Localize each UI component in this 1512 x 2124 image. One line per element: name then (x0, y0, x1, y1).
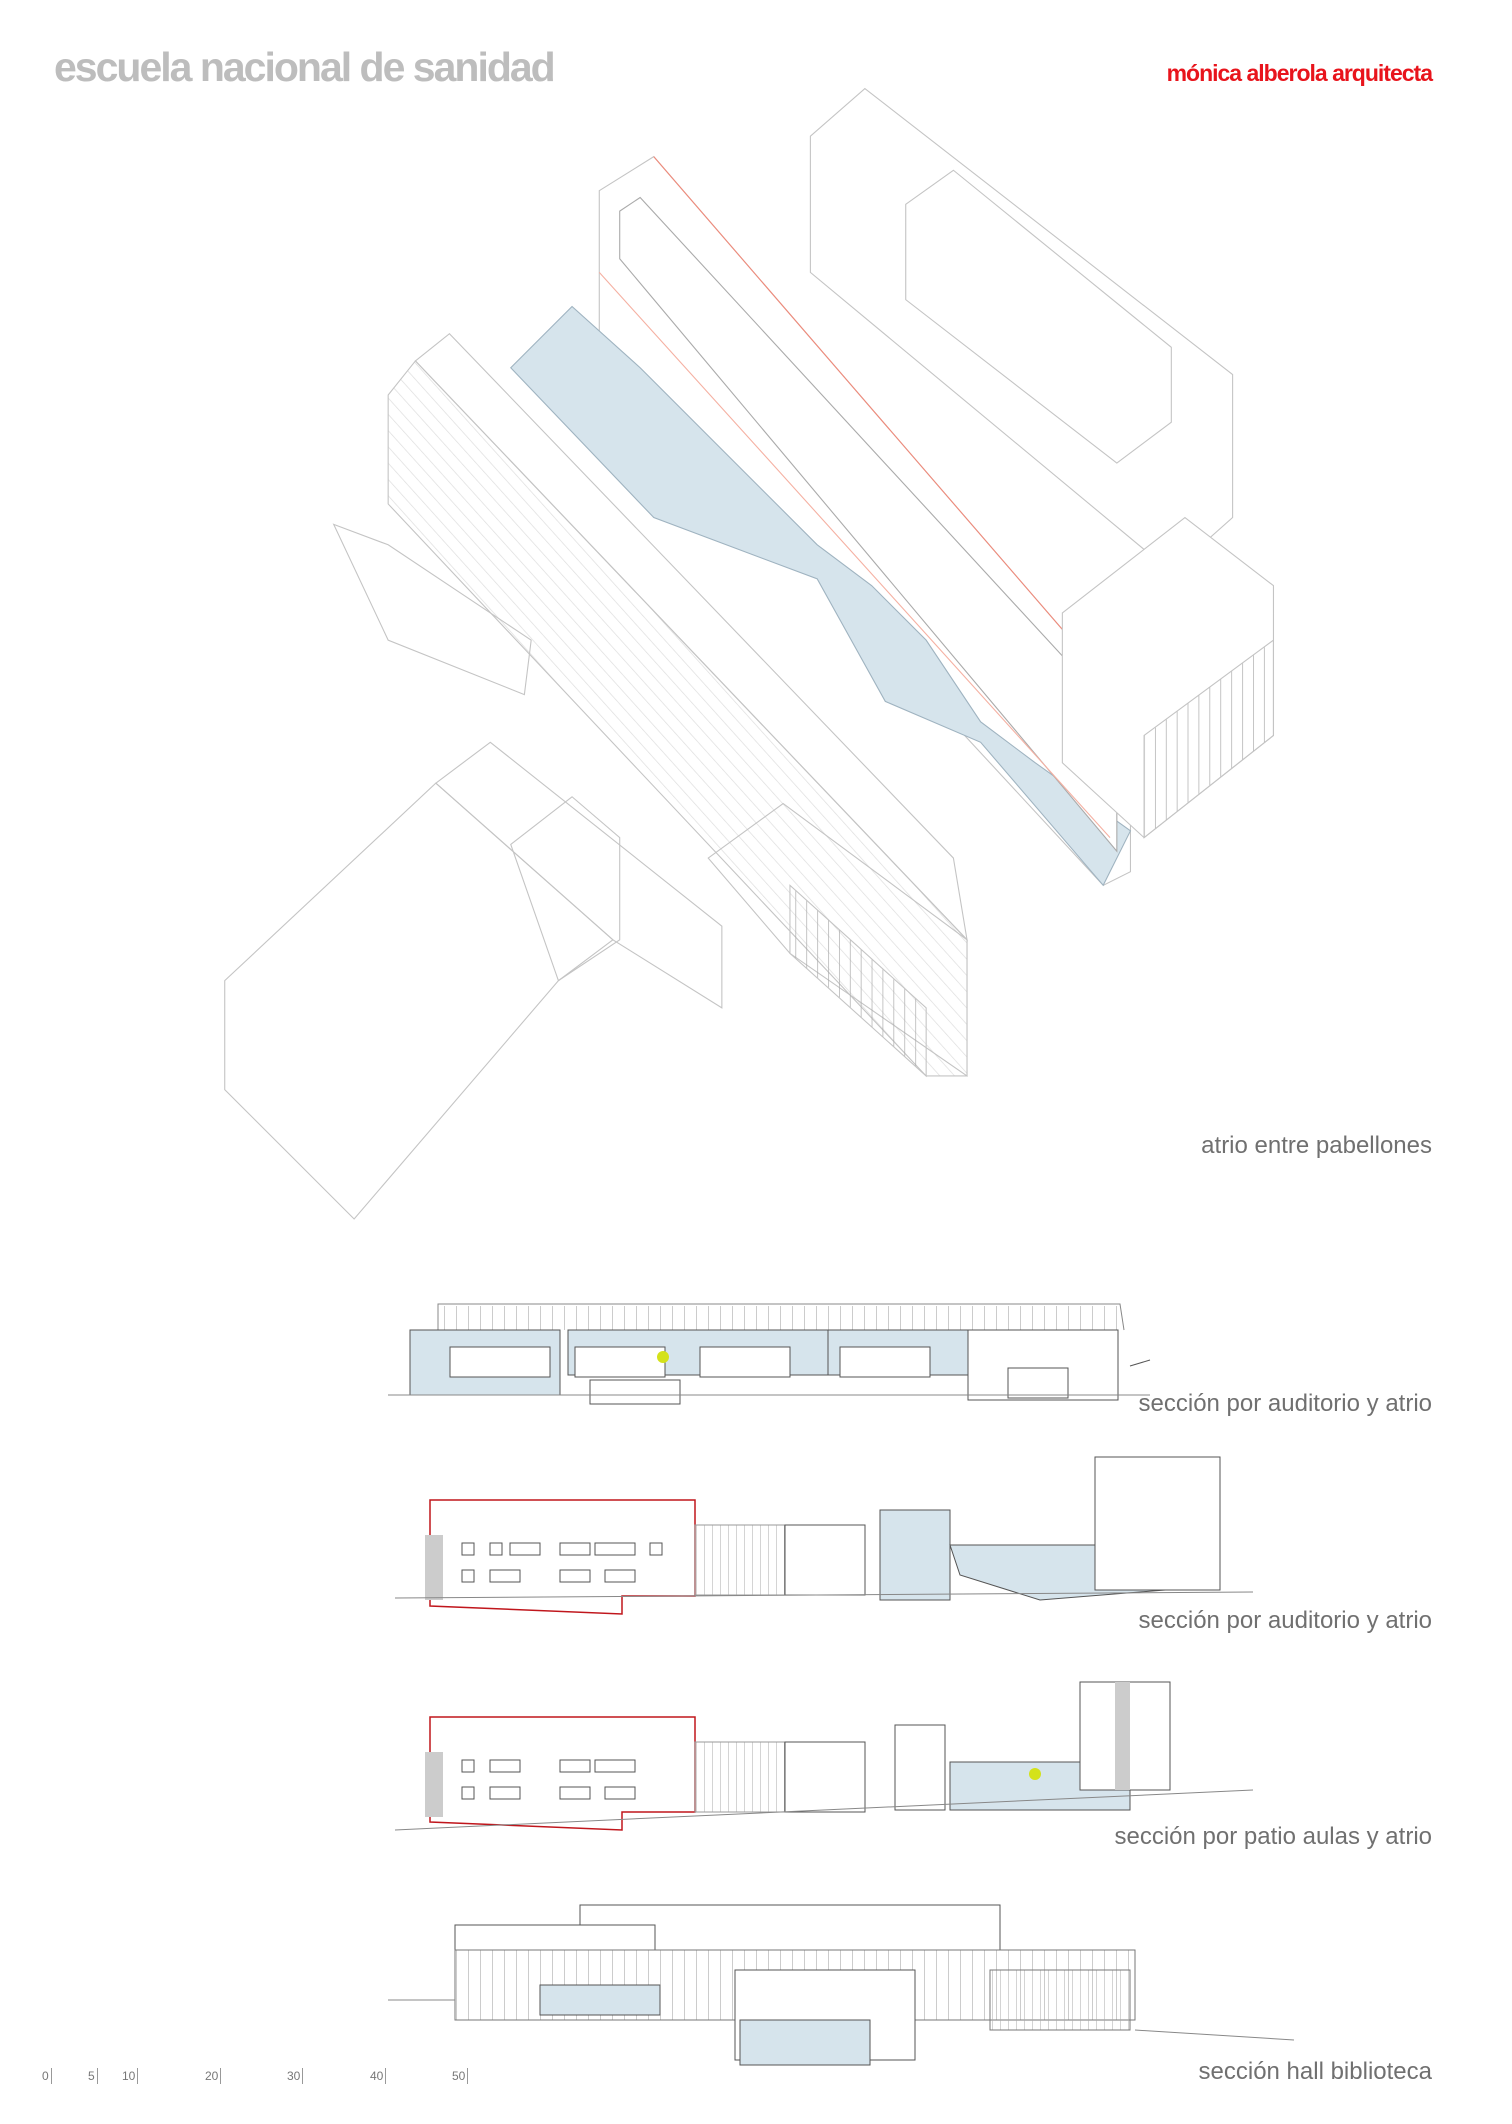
left-wing (332, 523, 532, 696)
scale-tick: 20 (205, 2068, 222, 2084)
scale-bar: 0 5 10 20 30 40 50 (0, 2068, 600, 2088)
atrium-blue (509, 305, 1132, 887)
scale-tick: 10 (122, 2068, 139, 2084)
section-patio-aulas-atrio (394, 1681, 1254, 1831)
drawing-label-section-3: sección por patio aulas y atrio (1114, 1823, 1432, 1850)
scale-tick: 30 (287, 2068, 304, 2084)
section-auditorio-atrio-2 (394, 1456, 1254, 1615)
scale-tick: 0 (42, 2068, 52, 2084)
drawing-label-section-2: sección por auditorio y atrio (1138, 1607, 1432, 1634)
scale-tick: 40 (370, 2068, 387, 2084)
drawing-label-section-1: sección por auditorio y atrio (1138, 1390, 1432, 1417)
section-hall-biblioteca (388, 1904, 1295, 2066)
drawing-label-axonometric: atrio entre pabellones (1201, 1132, 1432, 1159)
axonometric-view (224, 87, 1275, 1220)
architect-name: mónica alberola arquitecta (1166, 60, 1433, 86)
drawing-label-section-4: sección hall biblioteca (1198, 2058, 1432, 2085)
right-building (809, 87, 1234, 573)
scale-tick: 5 (88, 2068, 98, 2084)
bottom-left-building (224, 782, 614, 1220)
sheet-title: escuela nacional de sanidad (54, 44, 556, 90)
scale-tick: 50 (452, 2068, 469, 2084)
section-auditorio-atrio-1 (388, 1303, 1151, 1405)
